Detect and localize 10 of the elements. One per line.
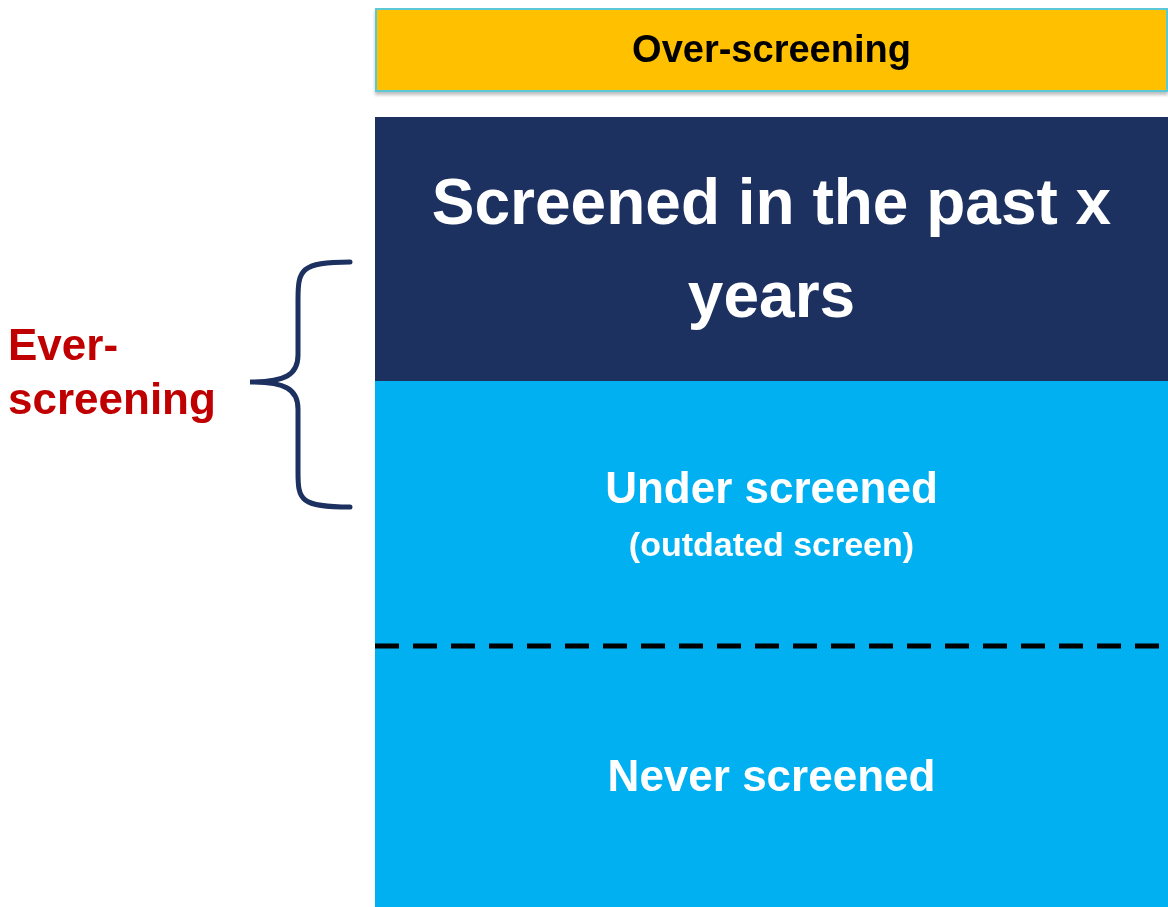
category-band bbox=[375, 8, 1168, 92]
band-label: Never screened bbox=[607, 750, 936, 803]
bracket-label: Ever-screening bbox=[8, 319, 217, 425]
band-subtitle: (outdated screen) bbox=[628, 524, 915, 566]
category-band bbox=[375, 645, 1168, 907]
category-band bbox=[375, 117, 1168, 381]
band-label: Screened in the past x years bbox=[430, 165, 1113, 333]
band-title: Under screened bbox=[605, 462, 938, 515]
category-band bbox=[375, 381, 1168, 645]
band-label: Over-screening bbox=[632, 27, 911, 73]
